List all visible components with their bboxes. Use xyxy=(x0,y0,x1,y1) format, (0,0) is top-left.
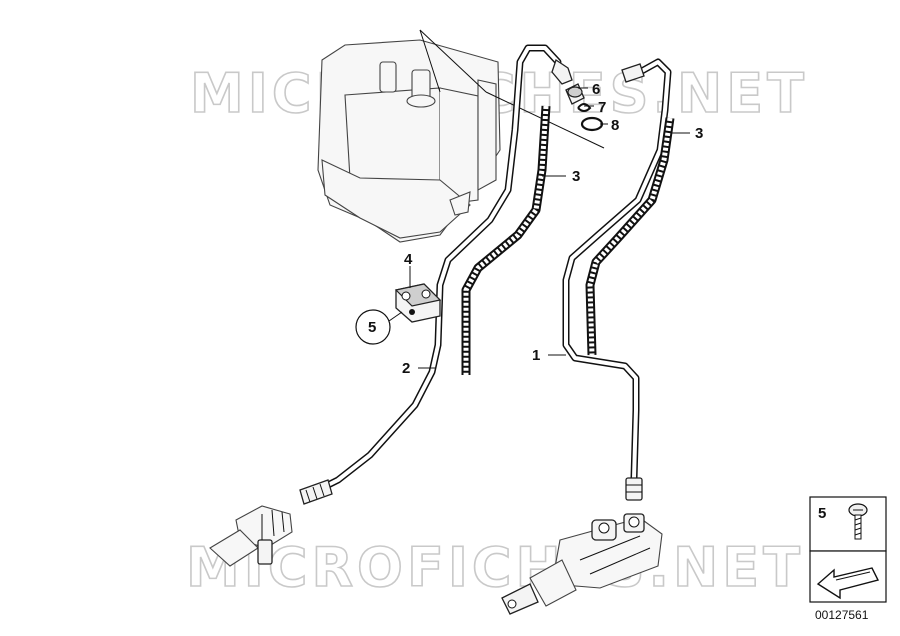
master-cylinder xyxy=(501,513,663,615)
legend-box: 5 xyxy=(809,496,887,603)
leader-lines xyxy=(388,87,690,369)
legend-item-number: 5 xyxy=(818,505,826,522)
callout-3-left: 3 xyxy=(572,168,580,185)
callout-8: 8 xyxy=(611,117,619,134)
screw-icon xyxy=(848,503,868,540)
callout-6: 6 xyxy=(592,81,600,98)
callout-5-circle xyxy=(355,309,391,345)
brake-line-2 xyxy=(299,44,573,505)
protective-sleeve-3-right xyxy=(585,117,675,356)
callout-4: 4 xyxy=(404,251,413,268)
callout-5: 5 xyxy=(368,319,376,336)
document-id: 00127561 xyxy=(815,608,869,622)
brake-line-1 xyxy=(562,58,672,501)
direction-arrow-icon xyxy=(816,567,880,600)
booster-connection xyxy=(209,505,293,567)
callout-2: 2 xyxy=(402,360,410,377)
watermark-bottom: MICROFICHES.NET xyxy=(186,536,804,599)
callout-7: 7 xyxy=(598,99,606,116)
line-clip-4 xyxy=(394,283,442,323)
callout-1: 1 xyxy=(532,347,540,364)
callout-3-right: 3 xyxy=(695,125,703,142)
abs-hydraulic-unit xyxy=(317,29,605,243)
protective-sleeve-3-left xyxy=(461,105,551,375)
